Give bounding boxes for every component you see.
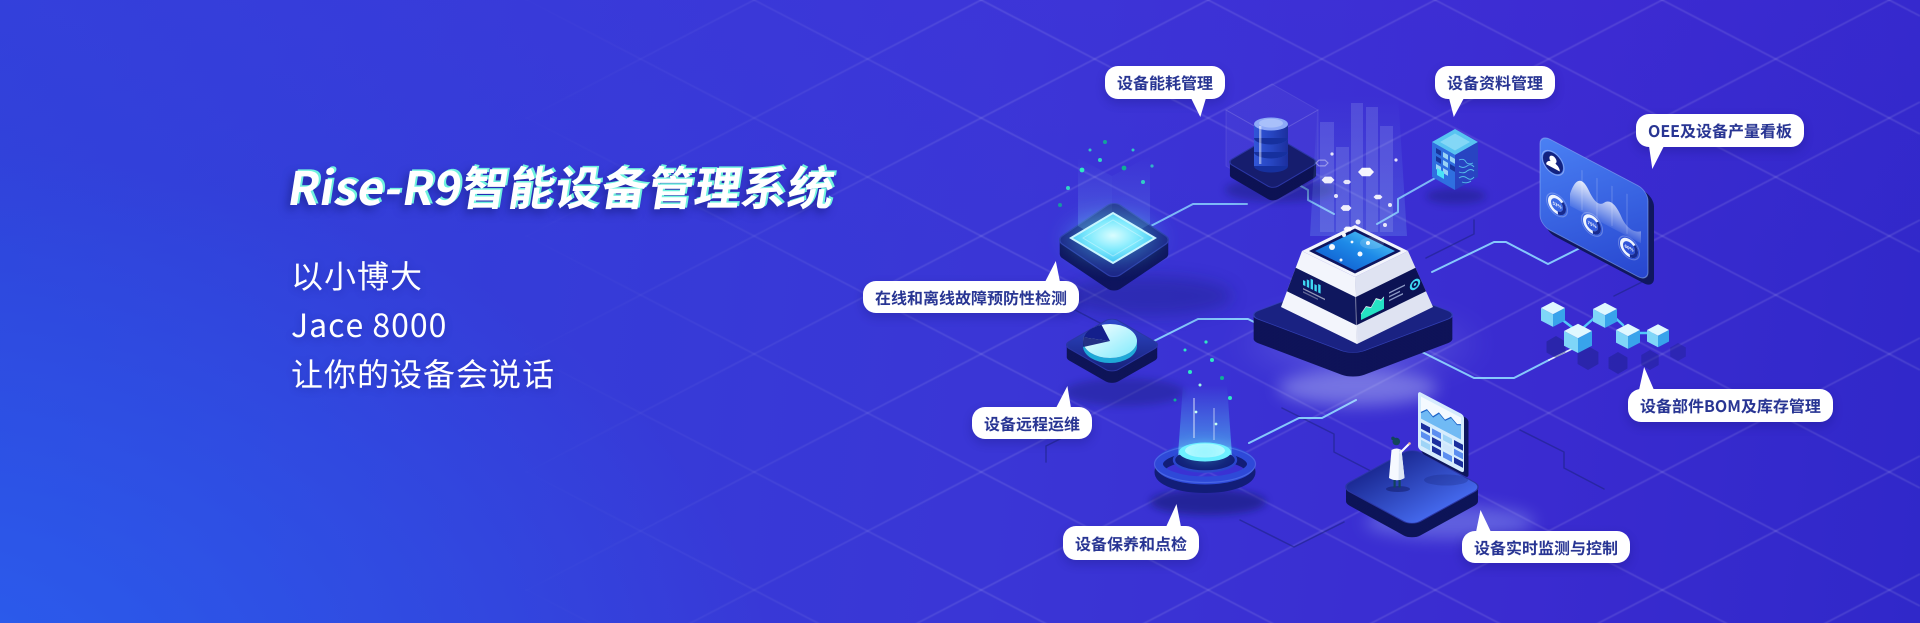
callout-docs-label: 设备资料管理 — [1447, 70, 1544, 94]
database-illustration — [1224, 83, 1335, 202]
callout-bom-label: 设备部件BOM及库存管理 — [1640, 393, 1821, 417]
callout-fault: 在线和离线故障预防性检测 — [863, 261, 1080, 313]
chip-platform-illustration — [1055, 140, 1233, 316]
banner-tagline: 以小博大 Jace 8000 让你的设备会说话 — [291, 251, 555, 398]
operator-screen-illustration — [1345, 392, 1535, 539]
gauge-value-1: 53% — [1553, 200, 1563, 211]
central-server-illustration — [1226, 225, 1490, 406]
beacon-illustration — [1150, 340, 1266, 515]
pie-chart-illustration — [1064, 318, 1184, 406]
callout-energy-label: 设备能耗管理 — [1117, 70, 1214, 94]
gauge-value-2: 75% — [1588, 220, 1598, 231]
callout-maintenance-label: 设备保养和点检 — [1075, 531, 1188, 555]
callout-bom: 设备部件BOM及库存管理 — [1628, 367, 1833, 422]
callout-maintenance: 设备保养和点检 — [1063, 504, 1200, 560]
callout-oee: OEE及设备产量看板 — [1636, 114, 1805, 169]
tagline-line-2: Jace 8000 — [291, 301, 448, 347]
floating-hexagons — [1315, 152, 1398, 227]
callout-monitor-label: 设备实时监测与控制 — [1474, 535, 1619, 559]
tagline-line-1: 以小博大 — [291, 252, 424, 298]
callout-docs: 设备资料管理 — [1435, 66, 1556, 117]
tagline-line-3: 让你的设备会说话 — [291, 350, 556, 396]
callout-energy: 设备能耗管理 — [1105, 66, 1226, 117]
oee-dashboard-illustration: 53% 75% 60% — [1539, 137, 1654, 285]
callout-oee-label: OEE及设备产量看板 — [1648, 118, 1793, 142]
gauge-value-3: 60% — [1625, 243, 1635, 254]
callout-remote-label: 设备远程运维 — [984, 411, 1081, 435]
linked-cubes-illustration — [1541, 301, 1686, 374]
page-title: Rise-R9智能设备管理系统 — [284, 153, 840, 219]
callout-fault-label: 在线和离线故障预防性检测 — [875, 285, 1068, 309]
callout-remote: 设备远程运维 — [972, 386, 1093, 439]
circuit-cube-illustration — [1426, 129, 1486, 204]
callout-monitor: 设备实时监测与控制 — [1462, 510, 1631, 563]
page-title-text: Rise-R9智能设备管理系统 — [283, 153, 841, 219]
bar-chart-glow — [1310, 95, 1407, 236]
